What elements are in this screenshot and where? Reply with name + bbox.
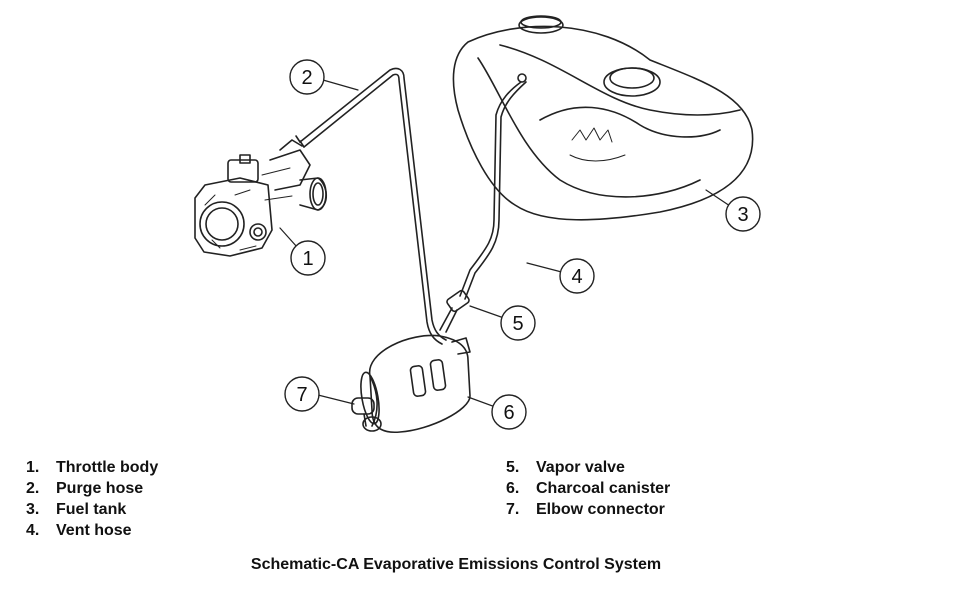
callout-3: 3: [725, 196, 761, 232]
legend-item: 6. Charcoal canister: [506, 478, 670, 499]
vent-hose: [459, 81, 527, 300]
svg-text:3: 3: [737, 204, 748, 226]
legend-number: 4.: [26, 522, 40, 539]
legend-left-column: 1. Throttle body 2. Purge hose 3. Fuel t…: [26, 457, 158, 541]
callout-1: 1: [290, 240, 326, 276]
legend-number: 6.: [506, 480, 520, 497]
svg-text:2: 2: [301, 67, 312, 89]
elbow-connector: [351, 397, 382, 432]
legend-item: 5. Vapor valve: [506, 457, 670, 478]
callout-4: 4: [559, 258, 595, 294]
charcoal-canister: [360, 334, 471, 434]
legend-item: 4. Vent hose: [26, 520, 158, 541]
legend-item: 2. Purge hose: [26, 478, 158, 499]
throttle-body: [194, 139, 328, 257]
vapor-valve: [439, 289, 470, 333]
evap-schematic-diagram: 2 1 3 4 5 6 7: [194, 15, 761, 434]
legend-number: 7.: [506, 501, 520, 518]
legend-label: Throttle body: [56, 459, 159, 476]
svg-text:1: 1: [302, 248, 313, 270]
legend-item: 7. Elbow connector: [506, 499, 670, 520]
fuel-tank: [452, 15, 754, 221]
callout-7: 7: [284, 376, 320, 412]
purge-hose: [295, 67, 447, 345]
legend-number: 1.: [26, 459, 40, 476]
legend-label: Vent hose: [56, 522, 132, 539]
callout-6: 6: [491, 394, 527, 430]
legend-number: 2.: [26, 480, 40, 497]
svg-text:7: 7: [296, 384, 307, 406]
legend-item: 1. Throttle body: [26, 457, 158, 478]
legend-number: 3.: [26, 501, 40, 518]
callout-5: 5: [500, 305, 536, 341]
callout-2: 2: [289, 59, 325, 95]
legend-label: Vapor valve: [536, 459, 625, 476]
svg-text:6: 6: [503, 402, 514, 424]
legend-number: 5.: [506, 459, 520, 476]
figure-caption: Schematic-CA Evaporative Emissions Contr…: [250, 556, 662, 573]
svg-text:5: 5: [512, 313, 523, 335]
legend-item: 3. Fuel tank: [26, 499, 158, 520]
leader-lines: [279, 79, 743, 413]
legend-right-column: 5. Vapor valve 6. Charcoal canister 7. E…: [506, 457, 670, 520]
legend-label: Elbow connector: [536, 501, 665, 518]
svg-text:4: 4: [571, 266, 582, 288]
legend-label: Fuel tank: [56, 501, 127, 518]
legend-label: Charcoal canister: [536, 480, 671, 497]
legend-label: Purge hose: [56, 480, 144, 497]
